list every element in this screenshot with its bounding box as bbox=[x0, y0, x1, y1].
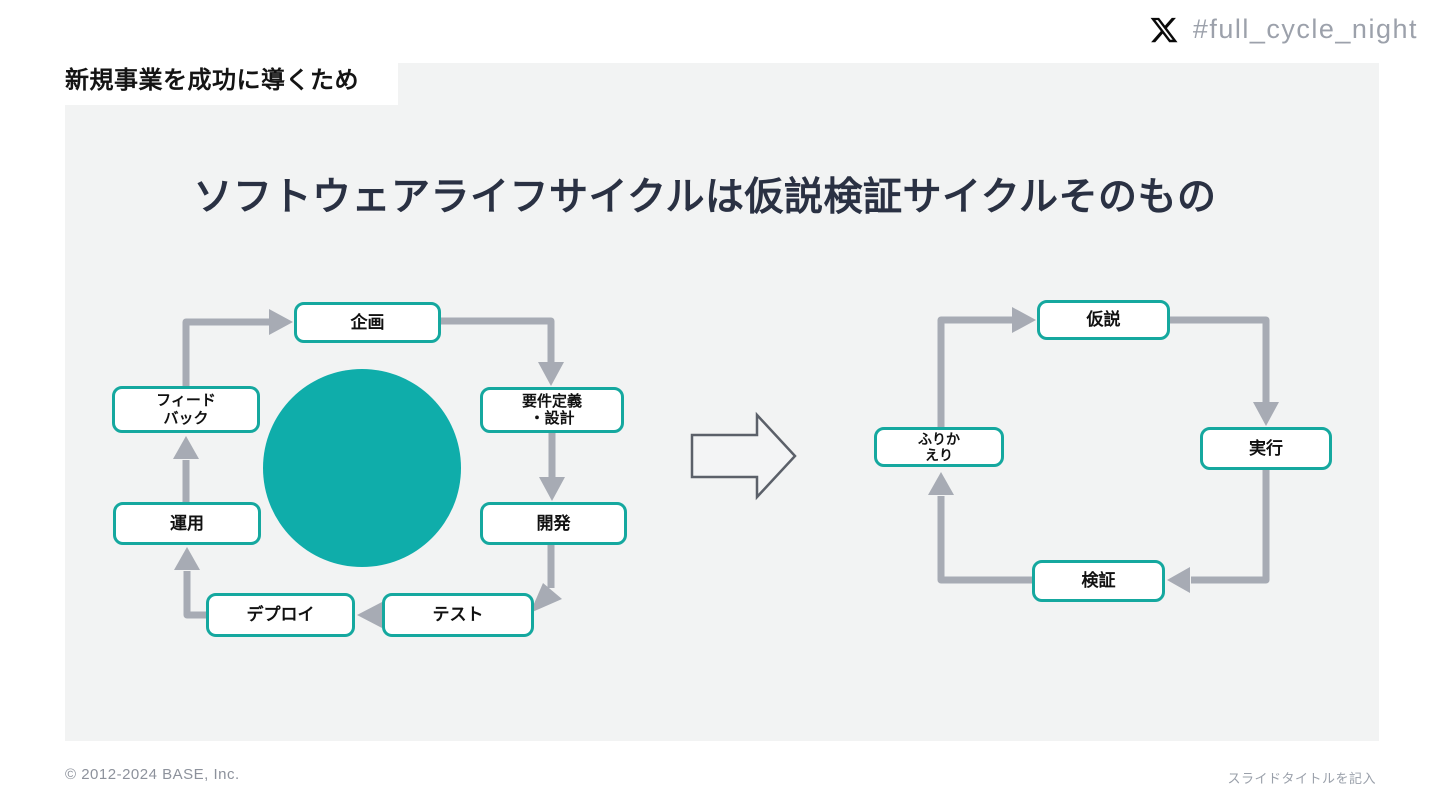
arrowhead-into-unyo bbox=[174, 547, 200, 570]
x-logo-icon bbox=[1150, 17, 1178, 42]
arrow-furikaeri-to-kasetsu bbox=[937, 316, 1013, 427]
left-cycle-arrowheads bbox=[173, 309, 565, 628]
arrow-kensho-to-furikaeri bbox=[937, 496, 1032, 584]
brand-hashtag-group: #full_cycle_night bbox=[1149, 14, 1418, 45]
arrowhead-into-kikaku bbox=[269, 309, 293, 335]
node-kikaku: 企画 bbox=[294, 302, 441, 343]
node-test: テスト bbox=[382, 593, 534, 637]
header-label: 新規事業を成功に導くため bbox=[65, 67, 359, 94]
header-box bbox=[0, 0, 398, 105]
arrowhead-into-yoken bbox=[538, 362, 564, 386]
arrowhead-into-test bbox=[530, 583, 562, 613]
right-cycle-arrowheads bbox=[928, 307, 1279, 593]
arrow-kasetsu-to-jikko bbox=[1170, 316, 1270, 403]
arrowhead-into-deploy bbox=[357, 602, 382, 628]
arrowhead-into-kaihatsu bbox=[539, 477, 565, 501]
node-deploy: デプロイ bbox=[206, 593, 355, 637]
node-feedback: フィード バック bbox=[112, 386, 260, 433]
right-cycle-arrows bbox=[937, 316, 1270, 584]
arrow-feedback-to-kikaku bbox=[182, 318, 270, 386]
node-jikko: 実行 bbox=[1200, 427, 1332, 470]
node-yoken-teigi-sekkei: 要件定義 ・設計 bbox=[480, 387, 624, 433]
node-unyo: 運用 bbox=[113, 502, 261, 545]
copyright-text: © 2012-2024 BASE, Inc. bbox=[65, 766, 240, 783]
arrowhead-into-kensho bbox=[1167, 567, 1190, 593]
node-furikaeri: ふりか えり bbox=[874, 427, 1004, 467]
arrow-kikaku-to-yoken bbox=[441, 317, 555, 363]
arrowhead-into-furikaeri bbox=[928, 472, 954, 495]
node-kensho: 検証 bbox=[1032, 560, 1165, 602]
arrowhead-into-jikko bbox=[1253, 402, 1279, 426]
arrow-deploy-to-unyo bbox=[183, 571, 206, 619]
event-hashtag: #full_cycle_night bbox=[1192, 14, 1418, 44]
arrowhead-into-feedback bbox=[173, 436, 199, 459]
slide-note-text: スライドタイトルを記入 bbox=[1227, 771, 1376, 786]
left-cycle-arrows bbox=[182, 317, 556, 619]
node-kasetsu: 仮説 bbox=[1037, 300, 1170, 340]
slide-title: ソフトウェアライフサイクルは仮説検証サイクルそのもの bbox=[193, 176, 1217, 219]
arrow-jikko-to-kensho bbox=[1191, 470, 1270, 584]
left-cycle-center-circle bbox=[263, 369, 461, 567]
right-block-arrow-icon bbox=[690, 411, 797, 501]
node-kaihatsu: 開発 bbox=[480, 502, 627, 545]
arrowhead-into-kasetsu bbox=[1012, 307, 1036, 333]
